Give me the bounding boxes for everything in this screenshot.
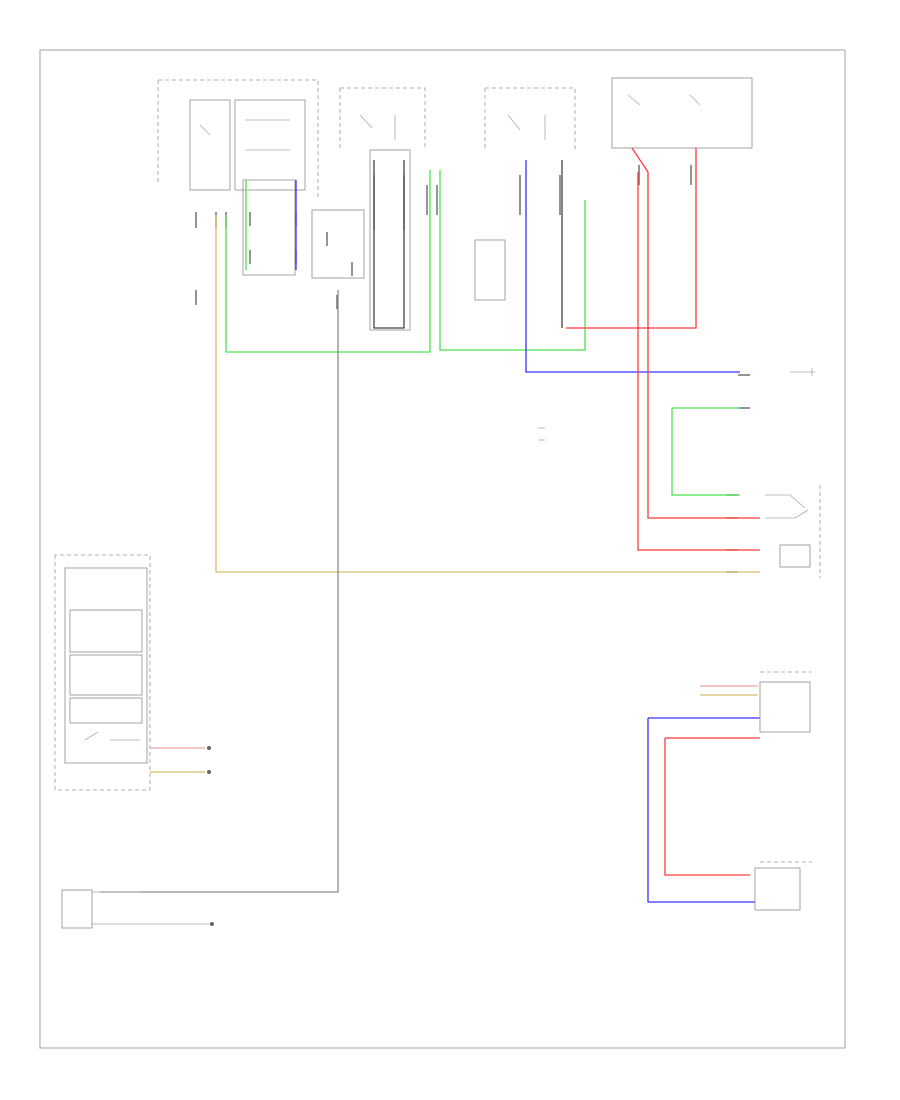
relay-right-large	[765, 485, 821, 578]
relay-block-1	[339, 87, 426, 331]
wire-blue	[295, 160, 760, 903]
sensor-box-top-right	[611, 77, 753, 149]
wire-gray	[100, 160, 563, 893]
diagram-frame	[39, 49, 846, 1049]
connector-tan-pair	[700, 685, 758, 696]
ecm-block-right	[759, 671, 812, 733]
relay-block-2	[474, 87, 576, 301]
sensor-lower-left	[61, 889, 214, 929]
combination-meter	[54, 554, 151, 791]
connector-pins	[195, 165, 750, 573]
sensor-lower-right	[754, 861, 812, 911]
wire-red	[566, 147, 760, 876]
wire-green	[225, 170, 740, 496]
switch-right-1	[790, 368, 815, 376]
wire-tan	[215, 215, 760, 573]
junction-block-top-left	[157, 79, 365, 279]
legend-center	[538, 427, 545, 441]
meter-output-wires	[150, 746, 211, 774]
